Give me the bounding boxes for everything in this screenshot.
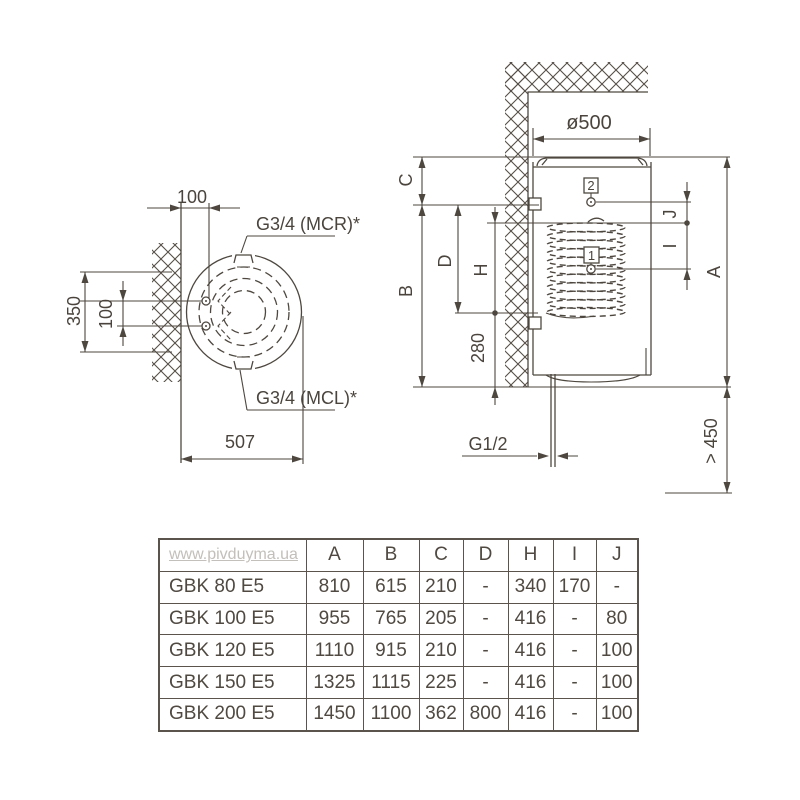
table-row: GBK 150 E5 1325 1115 225 - 416 - 100	[158, 666, 639, 699]
label-mcl-connection: G3/4 (MCL)*	[256, 388, 357, 408]
model-cell: GBK 80 E5	[158, 570, 307, 604]
value-cell: 955	[305, 602, 364, 636]
wall-inner-face	[527, 91, 648, 387]
value-cell: 416	[507, 666, 554, 699]
table-header-row: www.pivduyma.ua A B C D H I J	[158, 537, 639, 572]
value-cell: 80	[595, 602, 639, 636]
value-cell: 340	[507, 570, 554, 604]
callout-sensor-number: 2	[587, 178, 594, 193]
wall-hatch-side-view	[505, 62, 528, 387]
heat-exchanger-coil	[545, 217, 626, 319]
model-cell: GBK 120 E5	[158, 634, 307, 668]
value-cell: -	[595, 570, 639, 604]
table-row: GBK 80 E5 810 615 210 - 340 170 -	[158, 570, 639, 604]
column-header-c: C	[418, 537, 464, 572]
value-cell: 210	[418, 634, 464, 668]
value-cell: 810	[305, 570, 364, 604]
inner-ring-pinch-upper	[217, 286, 232, 316]
value-cell: -	[462, 602, 509, 636]
dim-label-clearance: > 450	[701, 418, 721, 464]
value-cell: 416	[507, 602, 554, 636]
dim-label-i: I	[660, 243, 680, 248]
upper-bracket	[528, 197, 542, 211]
value-cell: 100	[595, 666, 639, 699]
watermark-link: www.pivduyma.ua	[158, 537, 307, 572]
dimension-spec-table: www.pivduyma.ua A B C D H I J GBK 80 E5 …	[158, 537, 639, 732]
dim-label-h: H	[471, 264, 491, 277]
value-cell: -	[462, 634, 509, 668]
mcr-connection-notch	[232, 251, 255, 268]
inner-ring-pinch-lower	[217, 311, 232, 341]
value-cell: 225	[418, 666, 464, 699]
dim-label-wall-offset: 100	[177, 187, 207, 207]
value-cell: 1115	[362, 666, 420, 699]
column-header-i: I	[552, 537, 597, 572]
value-cell: 1450	[305, 697, 364, 732]
dim-label-depth: 507	[225, 432, 255, 452]
value-cell: -	[552, 602, 597, 636]
value-cell: -	[552, 697, 597, 732]
value-cell: 362	[418, 697, 464, 732]
drain-pipe	[550, 374, 556, 467]
value-cell: 1325	[305, 666, 364, 699]
value-cell: 210	[418, 570, 464, 604]
callout-heater-number: 1	[588, 248, 595, 263]
column-header-j: J	[595, 537, 639, 572]
value-cell: 765	[362, 602, 420, 636]
dim-label-bottom-offset: 280	[468, 333, 488, 363]
column-header-a: A	[305, 537, 364, 572]
dim-label-hole-spacing: 100	[96, 299, 116, 329]
side-view-diagram: ø500 C B D H 280 2 1	[396, 62, 732, 494]
model-cell: GBK 150 E5	[158, 666, 307, 699]
dim-label-d: D	[435, 255, 455, 268]
technical-drawing: 100 350 100 507 G3/4 (MCR)* G3/4 (MCL)*	[64, 62, 732, 494]
value-cell: -	[462, 570, 509, 604]
table-row: GBK 100 E5 955 765 205 - 416 - 80	[158, 602, 639, 636]
value-cell: -	[462, 666, 509, 699]
value-cell: 100	[595, 634, 639, 668]
value-cell: -	[552, 634, 597, 668]
dim-label-b: B	[396, 285, 416, 297]
wall-hatch-top-view	[152, 243, 181, 382]
model-cell: GBK 100 E5	[158, 602, 307, 636]
dim-label-bracket-span: 350	[64, 296, 84, 326]
ceiling-hatch	[505, 62, 648, 92]
column-header-d: D	[462, 537, 509, 572]
boiler-outline-circle	[185, 253, 303, 371]
dim-label-j: J	[660, 210, 680, 219]
dim-label-diameter: ø500	[566, 112, 612, 134]
table-row: GBK 120 E5 1110 915 210 - 416 - 100	[158, 634, 639, 668]
lower-bracket	[528, 316, 542, 330]
value-cell: 1100	[362, 697, 420, 732]
dim-label-c: C	[396, 174, 416, 187]
table-row: GBK 200 E5 1450 1100 362 800 416 - 100	[158, 697, 639, 732]
value-cell: 800	[462, 697, 509, 732]
column-header-h: H	[507, 537, 554, 572]
top-view-diagram: 100 350 100 507 G3/4 (MCR)* G3/4 (MCL)*	[64, 187, 360, 464]
value-cell: 1110	[305, 634, 364, 668]
column-header-b: B	[362, 537, 420, 572]
model-cell: GBK 200 E5	[158, 697, 307, 732]
label-mcr-connection: G3/4 (MCR)*	[256, 214, 360, 234]
mcl-connection-notch	[232, 356, 255, 373]
value-cell: 416	[507, 634, 554, 668]
value-cell: 170	[552, 570, 597, 604]
value-cell: -	[552, 666, 597, 699]
value-cell: 615	[362, 570, 420, 604]
value-cell: 100	[595, 697, 639, 732]
value-cell: 915	[362, 634, 420, 668]
dim-label-drain: G1/2	[468, 434, 507, 454]
dim-label-a: A	[704, 266, 724, 278]
value-cell: 205	[418, 602, 464, 636]
value-cell: 416	[507, 697, 554, 732]
